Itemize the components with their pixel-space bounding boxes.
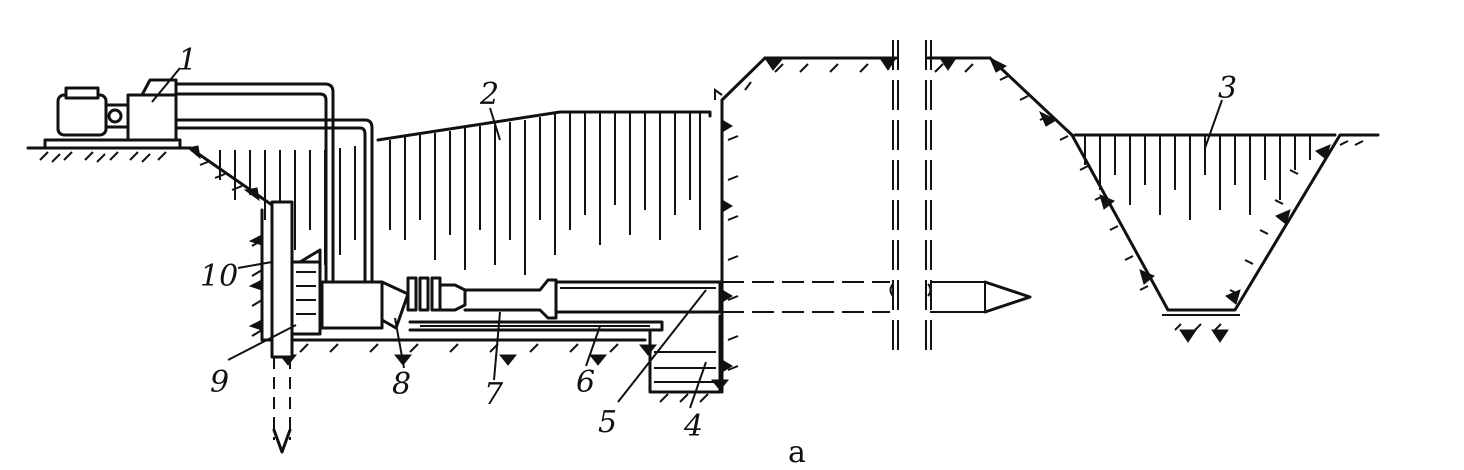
label-6: 6 bbox=[576, 365, 595, 400]
pile-9 bbox=[272, 357, 292, 454]
label-3: 3 bbox=[1218, 71, 1237, 106]
compressor-unit-1 bbox=[43, 78, 374, 287]
bore-axis bbox=[722, 280, 1032, 314]
break-lines bbox=[714, 40, 932, 360]
label-2: 2 bbox=[479, 77, 499, 112]
pipe-7 bbox=[463, 278, 722, 320]
label-8: 8 bbox=[392, 367, 411, 402]
part-labels: 1 2 3 4 5 6 7 8 9 10 bbox=[178, 43, 1237, 444]
leader-lines bbox=[151, 67, 1223, 409]
label-9: 9 bbox=[210, 365, 229, 400]
load-diagram-3 bbox=[1073, 133, 1337, 220]
label-7: 7 bbox=[484, 377, 504, 412]
label-10: 10 bbox=[200, 259, 238, 294]
label-1: 1 bbox=[178, 43, 197, 78]
rails-6 bbox=[408, 320, 664, 332]
label-5: 5 bbox=[598, 405, 617, 440]
label-4: 4 bbox=[683, 409, 703, 444]
soil-wedges bbox=[186, 56, 1331, 391]
thrust-wall-10 bbox=[270, 200, 322, 359]
figure-caption: а bbox=[788, 435, 806, 470]
ground-lines bbox=[26, 56, 1380, 394]
